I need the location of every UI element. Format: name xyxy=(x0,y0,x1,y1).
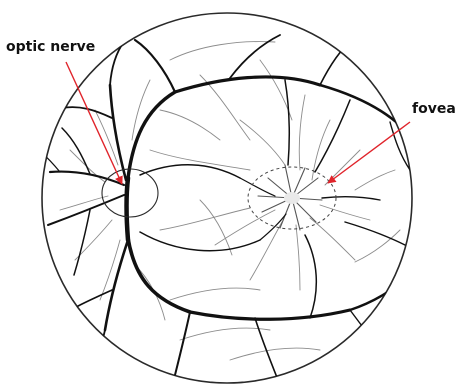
eyeball-outline xyxy=(42,13,412,383)
fovea-label: fovea xyxy=(412,101,456,117)
optic-nerve-label: optic nerve xyxy=(6,39,95,55)
fovea-center xyxy=(284,192,300,204)
